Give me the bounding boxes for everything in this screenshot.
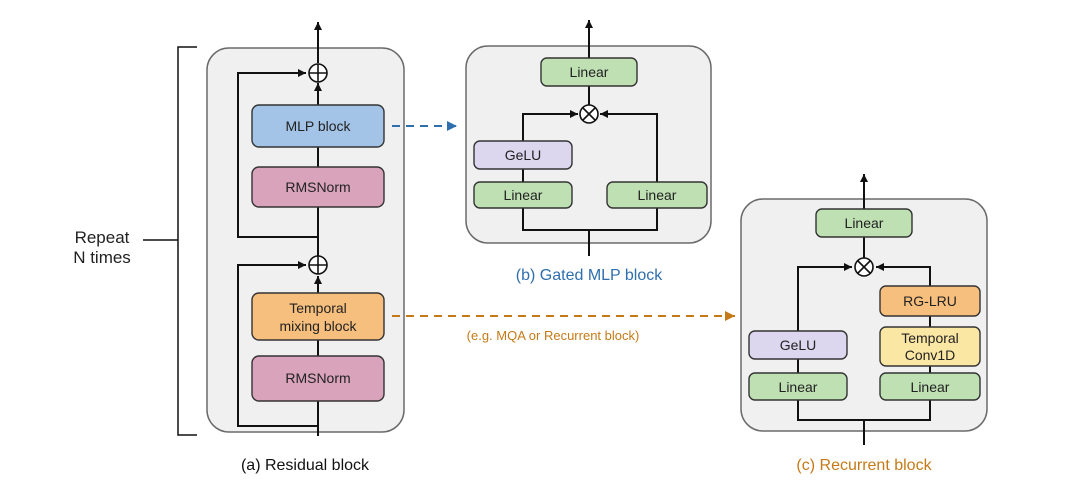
gated-right-linear-box xyxy=(606,181,708,209)
gated-left-linear-label: Linear xyxy=(504,187,543,203)
recurrent-right-linear-label: Linear xyxy=(911,379,950,395)
product-node-gated-icon xyxy=(579,104,599,124)
caption-residual: (a) Residual block xyxy=(241,457,370,474)
gated-output-linear-label: Linear xyxy=(570,64,609,80)
gated-gelu-box xyxy=(473,140,573,170)
gated-mlp-block: Linear GeLU Linear Linear xyxy=(465,20,712,256)
sum-node-bottom-icon xyxy=(308,255,328,275)
rmsnorm-bottom-box xyxy=(251,355,385,402)
recurrent-output-linear-label: Linear xyxy=(845,215,884,231)
caption-gated: (b) Gated MLP block xyxy=(516,267,663,284)
temporal-mixing-label-line2: mixing block xyxy=(279,318,357,334)
connector-annotation: (e.g. MQA or Recurrent block) xyxy=(467,328,640,343)
recurrent-gelu-label: GeLU xyxy=(780,337,817,353)
gated-output-linear-box xyxy=(540,57,638,87)
gated-left-linear-box xyxy=(473,181,573,209)
rmsnorm-top-label: RMSNorm xyxy=(285,179,350,195)
sum-node-top-icon xyxy=(308,63,328,83)
recurrent-output-linear-box xyxy=(815,208,913,238)
repeat-label-line2: N times xyxy=(73,248,131,267)
recurrent-block: Linear RG-LRU Temporal Conv1D GeLU Linea… xyxy=(740,174,988,445)
temporal-conv-label-line1: Temporal xyxy=(901,330,959,346)
rmsnorm-top-box xyxy=(251,166,385,208)
rmsnorm-bottom-label: RMSNorm xyxy=(285,370,350,386)
rglru-label: RG-LRU xyxy=(903,293,957,309)
repeat-label-line1: Repeat xyxy=(75,228,130,247)
recurrent-left-linear-label: Linear xyxy=(779,379,818,395)
residual-block: MLP block RMSNorm Temporal mixing block … xyxy=(206,22,405,436)
mlp-block-box xyxy=(251,104,385,148)
mlp-block-label: MLP block xyxy=(285,118,351,134)
temporal-mixing-box xyxy=(251,292,385,341)
recurrent-left-linear-box xyxy=(748,372,848,401)
product-node-recurrent-icon xyxy=(854,257,874,277)
temporal-mixing-label-line1: Temporal xyxy=(289,300,347,316)
recurrent-right-linear-box xyxy=(879,372,981,401)
temporal-conv-box xyxy=(879,326,981,367)
recurrent-gelu-box xyxy=(748,330,848,360)
temporal-conv-label-line2: Conv1D xyxy=(905,347,956,363)
rglru-box xyxy=(879,285,981,317)
repeat-bracket xyxy=(143,46,197,436)
gated-gelu-label: GeLU xyxy=(505,147,542,163)
caption-recurrent: (c) Recurrent block xyxy=(796,457,932,474)
gated-right-linear-label: Linear xyxy=(638,187,677,203)
